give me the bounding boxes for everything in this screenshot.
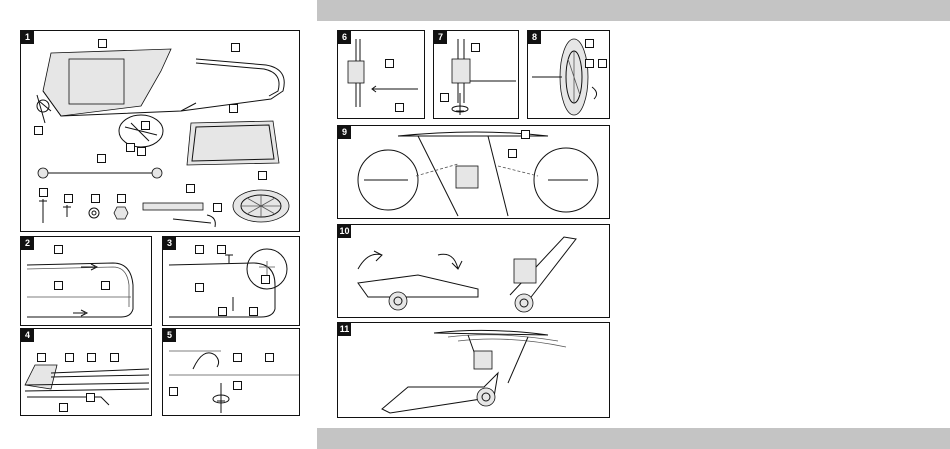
- handle-rail-panel: 2: [20, 236, 152, 326]
- part-label: [213, 203, 222, 212]
- part-label: [37, 353, 46, 362]
- seat-insert-illustration: [163, 329, 299, 415]
- part-label: [265, 353, 274, 362]
- part-label: [585, 59, 594, 68]
- part-label: [395, 103, 404, 112]
- seat-attach-panel: 4: [20, 328, 152, 416]
- part-label: [137, 147, 146, 156]
- part-label: [440, 93, 449, 102]
- part-label: [598, 59, 607, 68]
- part-label: [169, 387, 178, 396]
- part-label: [91, 194, 100, 203]
- part-label: [39, 188, 48, 197]
- wheel-mount-illustration: [528, 31, 609, 118]
- part-label: [218, 307, 227, 316]
- part-label: [195, 245, 204, 254]
- part-label: [233, 381, 242, 390]
- top-header-band: [317, 0, 950, 21]
- part-label: [471, 43, 480, 52]
- fold-cart-illustration: [338, 225, 609, 317]
- part-label: [521, 130, 530, 139]
- part-label: [233, 353, 242, 362]
- wheel-mount-panel: 8: [527, 30, 610, 119]
- part-label: [126, 143, 135, 152]
- parts-illustration: [21, 31, 299, 231]
- part-label: [54, 281, 63, 290]
- use-recline-panel: 11: [337, 322, 610, 418]
- part-label: [98, 39, 107, 48]
- seat-insert-panel: 5: [162, 328, 300, 416]
- part-label: [87, 353, 96, 362]
- part-label: [261, 275, 270, 284]
- parts-overview-panel: 1: [20, 30, 300, 232]
- part-label: [249, 307, 258, 316]
- seat-attach-illustration: [21, 329, 151, 415]
- part-label: [186, 184, 195, 193]
- handle-rail-illustration: [21, 237, 151, 325]
- part-label: [54, 245, 63, 254]
- axle-lock-panel: 7: [433, 30, 519, 119]
- axle-slide-panel: 6: [337, 30, 425, 119]
- part-label: [34, 126, 43, 135]
- fold-cart-panel: 10: [337, 224, 610, 318]
- part-label: [217, 245, 226, 254]
- part-label: [508, 149, 517, 158]
- part-label: [86, 393, 95, 402]
- part-label: [231, 43, 240, 52]
- part-label: [195, 283, 204, 292]
- part-label: [229, 104, 238, 113]
- part-label: [110, 353, 119, 362]
- bottom-footer-band: [317, 428, 950, 449]
- part-label: [97, 154, 106, 163]
- part-label: [65, 353, 74, 362]
- canopy-attach-panel: 9: [337, 125, 610, 219]
- part-label: [141, 121, 150, 130]
- frame-rail-panel: 3: [162, 236, 300, 326]
- part-label: [117, 194, 126, 203]
- frame-rail-illustration: [163, 237, 299, 325]
- axle-slide-illustration: [338, 31, 424, 118]
- use-recline-illustration: [338, 323, 609, 417]
- part-label: [101, 281, 110, 290]
- part-label: [385, 59, 394, 68]
- part-label: [64, 194, 73, 203]
- part-label: [258, 171, 267, 180]
- canopy-attach-illustration: [338, 126, 609, 218]
- part-label: [585, 39, 594, 48]
- part-label: [59, 403, 68, 412]
